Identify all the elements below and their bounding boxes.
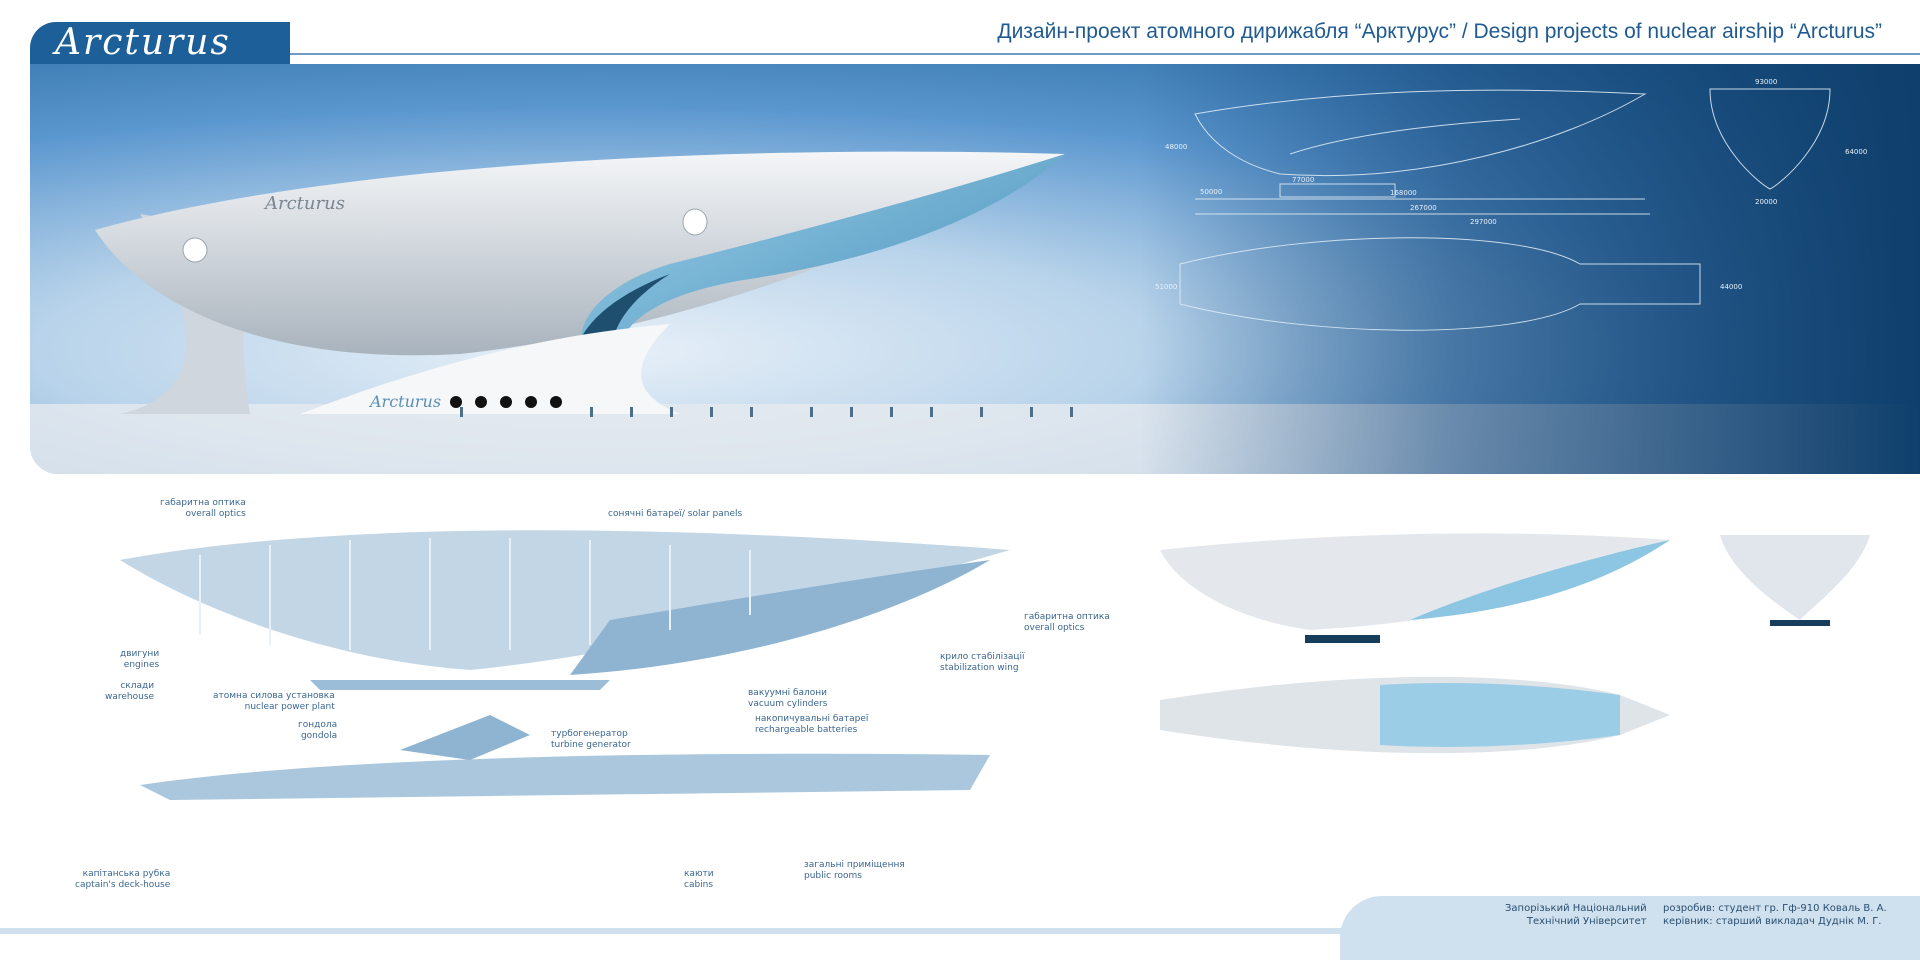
hull-lettering: Arcturus (263, 193, 345, 214)
footer-band (1340, 896, 1920, 960)
dim-plan-length: 297000 (1470, 218, 1497, 226)
dim-side-total: 267000 (1410, 204, 1437, 212)
header-logo-tab (30, 22, 290, 72)
base-lettering: Arcturus (368, 392, 441, 411)
dim-side-height: 48000 (1165, 143, 1187, 151)
blueprint-drawings: 48000 77000 50000 168000 267000 93000 64… (1155, 78, 1867, 331)
footer-author: розробив: студент гр. Гф-910 Коваль В. А… (1663, 903, 1887, 927)
label-solar-panels: сонячні батареї/ solar panels (608, 509, 743, 519)
dim-front-height: 64000 (1845, 148, 1867, 156)
view-renders (1160, 533, 1870, 754)
dim-plan-width: 51000 (1155, 283, 1177, 291)
header-rule (280, 53, 1920, 55)
logo: Arcturus (55, 22, 231, 63)
hero-blueprint-panel: 48000 77000 50000 168000 267000 93000 64… (1140, 64, 1920, 474)
dim-side-gondola: 77000 (1292, 176, 1314, 184)
section-diagrams (120, 530, 1010, 800)
dim-front-width: 93000 (1755, 78, 1777, 86)
footer-rule (0, 928, 1920, 934)
dim-front-base: 20000 (1755, 198, 1777, 206)
dim-side-front: 50000 (1200, 188, 1222, 196)
dim-side-mid: 168000 (1390, 189, 1417, 197)
page-title: Дизайн-проект атомного дирижабля “Арктур… (997, 20, 1882, 43)
dim-plan-tail: 44000 (1720, 283, 1742, 291)
